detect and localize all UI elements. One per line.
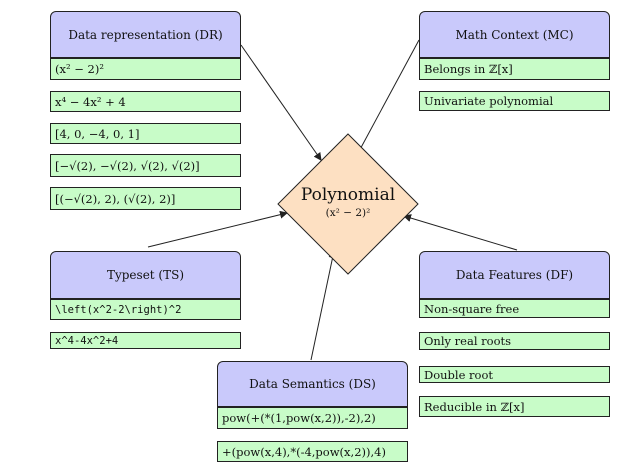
mc-item-1: Belongs in ℤ[x] — [419, 58, 610, 80]
ts-item-2: x^4-4x^2+4 — [50, 332, 241, 349]
ds-item-2: +(pow(x,4),*(-4,pow(x,2)),4) — [217, 441, 408, 462]
dr-item-5: [(−√(2), 2), (√(2), 2)] — [50, 187, 241, 210]
dr-item-3: [4, 0, −4, 0, 1] — [50, 123, 241, 144]
arrow-dr — [240, 44, 322, 161]
dr-item-1: (x² − 2)² — [50, 58, 241, 80]
mc-item-2: Univariate polynomial — [419, 91, 610, 111]
df-item-2: Only real roots — [419, 332, 610, 350]
center-title: Polynomial — [300, 185, 396, 205]
center-node: Polynomial (x² − 2)² — [277, 133, 419, 275]
ts-item-1: \left(x^2-2\right)^2 — [50, 299, 241, 320]
dr-item-4: [−√(2), −√(2), √(2), √(2)] — [50, 154, 241, 177]
df-item-3: Double root — [419, 366, 610, 383]
ds-header: Data Semantics (DS) — [217, 361, 408, 407]
arrow-ds — [310, 250, 337, 361]
dr-item-2: x⁴ − 4x² + 4 — [50, 91, 241, 112]
center-subtitle: (x² − 2)² — [325, 207, 371, 219]
ts-header: Typeset (TS) — [50, 251, 241, 299]
df-header: Data Features (DF) — [419, 251, 610, 299]
dr-header: Data representation (DR) — [50, 11, 241, 58]
arrow-mc — [356, 39, 420, 156]
arrow-ts — [147, 210, 288, 248]
ds-item-1: pow(+(*(1,pow(x,2)),-2),2) — [217, 407, 408, 429]
center-diamond — [277, 133, 419, 275]
df-item-4: Reducible in ℤ[x] — [419, 396, 610, 417]
arrow-df — [403, 214, 518, 251]
df-item-1: Non-square free — [419, 299, 610, 318]
mc-header: Math Context (MC) — [419, 11, 610, 58]
